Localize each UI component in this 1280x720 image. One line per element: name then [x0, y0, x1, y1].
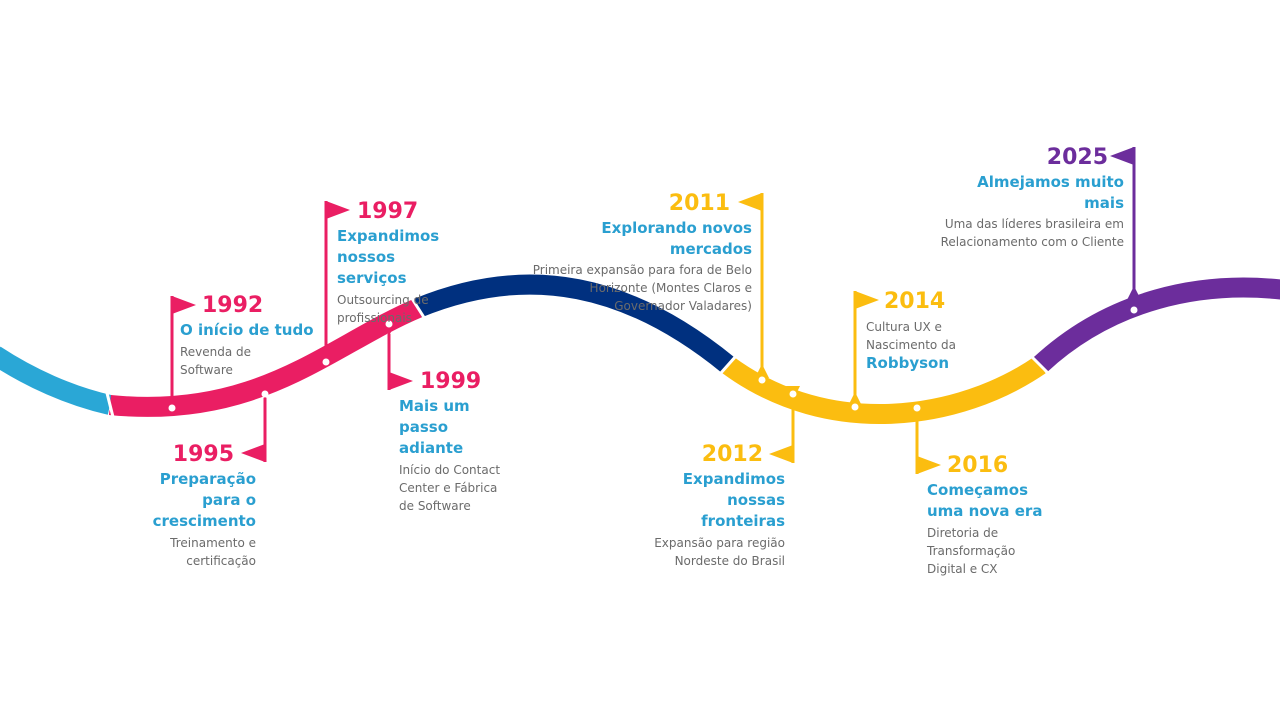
milestone-description: Início do Contact Center e Fábrica de So… — [399, 463, 501, 513]
flag-2012 — [769, 386, 800, 463]
milestone-year: 1992 — [202, 293, 264, 318]
milestone-title: Expandimos nossas fronteiras — [682, 470, 785, 530]
milestone-2025: 2025 Almejamos muito mais Uma das lídere… — [940, 146, 1124, 251]
milestone-2014: 2014 Cultura UX e Nascimento da Robbyson — [866, 290, 966, 373]
flag-1999 — [382, 320, 413, 390]
milestone-highlight: Robbyson — [866, 354, 950, 372]
milestone-title: Começamos uma nova era — [927, 481, 1043, 520]
milestone-year: 1995 — [172, 442, 234, 467]
flag-1997 — [319, 201, 350, 366]
milestone-year: 2025 — [1046, 145, 1108, 170]
milestone-1992: 1992 O início de tudo Revenda de Softwar… — [180, 294, 330, 379]
milestone-description: Diretoria de Transformação Digital e CX — [927, 526, 1016, 576]
milestone-1995: 1995 Preparação para o crescimento Trein… — [118, 443, 256, 570]
milestone-year: 1997 — [357, 199, 419, 224]
milestone-2016: 2016 Começamos uma nova era Diretoria de… — [927, 454, 1047, 578]
flag-2016 — [910, 404, 941, 474]
segment-separators — [105, 296, 1050, 418]
milestone-1999: 1999 Mais um passo adiante Início do Con… — [399, 370, 514, 515]
milestone-title: Almejamos muito mais — [977, 173, 1124, 212]
milestone-1997: 1997 Expandimos nossos serviços Outsourc… — [337, 200, 467, 327]
timeline-segment-yellow — [722, 356, 1046, 425]
timeline-segment-purple — [1033, 277, 1280, 373]
milestone-description: Revenda de Software — [180, 345, 252, 377]
milestone-year: 1999 — [420, 369, 482, 394]
milestone-description: Cultura UX e Nascimento da Robbyson — [866, 318, 966, 373]
flag-1992 — [165, 296, 196, 412]
milestone-title: Expandimos nossos serviços — [337, 227, 440, 287]
flag-2014 — [848, 291, 879, 411]
milestone-year: 2012 — [701, 442, 763, 467]
milestone-description-text: Cultura UX e Nascimento da — [866, 320, 957, 352]
milestone-2011: 2011 Explorando novos mercados Primeira … — [522, 192, 752, 315]
milestone-title: Mais um passo adiante — [399, 397, 470, 457]
milestone-title: O início de tudo — [180, 321, 314, 339]
milestone-title: Preparação para o crescimento — [152, 470, 256, 530]
milestone-2012: 2012 Expandimos nossas fronteiras Expans… — [635, 443, 785, 570]
flag-1995 — [241, 386, 272, 462]
milestone-year: 2011 — [668, 191, 730, 216]
milestone-year: 2016 — [947, 453, 1009, 478]
milestone-description: Primeira expansão para fora de Belo Hori… — [532, 263, 752, 313]
timeline-segment-cyan — [0, 346, 113, 415]
milestone-description: Treinamento e certificação — [170, 536, 256, 568]
milestone-description: Expansão para região Nordeste do Brasil — [654, 536, 785, 568]
milestone-title: Explorando novos mercados — [601, 219, 752, 258]
milestone-description: Outsourcing de profissionais — [337, 293, 429, 325]
milestone-description: Uma das líderes brasileira em Relacionam… — [940, 217, 1124, 249]
timeline-segment-navy — [414, 274, 735, 373]
milestone-year: 2014 — [884, 289, 946, 314]
flag-2025 — [1110, 147, 1141, 314]
flag-2011 — [738, 193, 769, 384]
